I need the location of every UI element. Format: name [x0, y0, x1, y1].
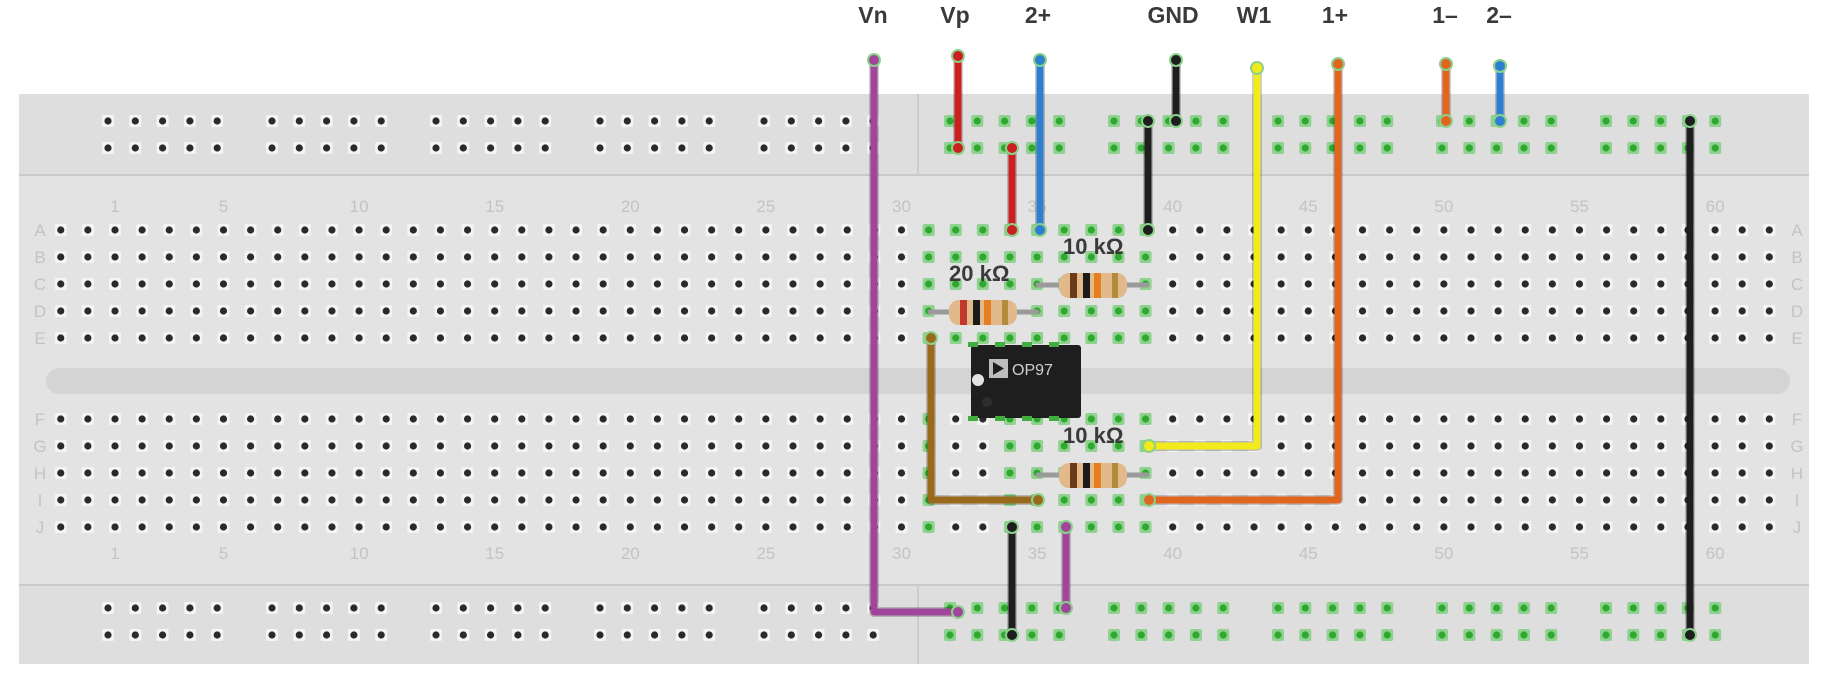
- resistor-20k[interactable]: [927, 300, 1040, 325]
- row-letter-right: J: [1793, 518, 1802, 537]
- pin-label-gnd: GND: [1147, 2, 1198, 28]
- column-number-bottom: 5: [219, 544, 228, 563]
- column-number-bottom: 40: [1163, 544, 1182, 563]
- row-letter-left: J: [36, 518, 45, 537]
- row-letter-left: A: [34, 221, 46, 240]
- wire-vn-purple[interactable]: [870, 56, 962, 616]
- bottom-power-rail: [19, 585, 1809, 664]
- wire-w1-yellow[interactable]: [1145, 64, 1261, 450]
- resistor-10k-bottom[interactable]: [1035, 463, 1150, 488]
- column-number-top: 25: [756, 197, 775, 216]
- analog-devices-logo-icon: [989, 359, 1008, 378]
- column-number-bottom: 30: [892, 544, 911, 563]
- row-letter-right: B: [1791, 248, 1802, 267]
- pin-label-2minus: 2–: [1486, 2, 1512, 28]
- column-number-top: 55: [1570, 197, 1589, 216]
- center-channel: [46, 368, 1790, 394]
- top-power-rail: [19, 94, 1809, 174]
- pin-label-2plus: 2+: [1025, 2, 1051, 28]
- column-number-top: 15: [485, 197, 504, 216]
- column-number-bottom: 45: [1299, 544, 1318, 563]
- column-number-bottom: 35: [1028, 544, 1047, 563]
- chip-label: OP97: [1012, 362, 1053, 379]
- pin-label-1minus: 1–: [1432, 2, 1458, 28]
- column-number-top: 30: [892, 197, 911, 216]
- column-number-top: 40: [1163, 197, 1182, 216]
- column-number-top: 5: [219, 197, 228, 216]
- op97-chip[interactable]: OP97: [968, 342, 1081, 421]
- column-number-bottom: 55: [1570, 544, 1589, 563]
- row-letter-right: G: [1790, 437, 1803, 456]
- pin-label-vn: Vn: [858, 2, 887, 28]
- column-number-bottom: 20: [621, 544, 640, 563]
- row-letter-left: I: [38, 491, 43, 510]
- row-letter-right: E: [1791, 329, 1802, 348]
- row-letter-right: H: [1791, 464, 1803, 483]
- column-number-bottom: 10: [350, 544, 369, 563]
- row-letter-right: A: [1791, 221, 1803, 240]
- row-letter-left: C: [34, 275, 46, 294]
- column-number-top: 10: [350, 197, 369, 216]
- row-letter-right: D: [1791, 302, 1803, 321]
- row-letter-left: H: [34, 464, 46, 483]
- row-letter-left: B: [34, 248, 45, 267]
- column-number-bottom: 1: [110, 544, 119, 563]
- wire-brown-feedback[interactable]: [927, 334, 1042, 504]
- column-number-top: 50: [1434, 197, 1453, 216]
- column-number-top: 1: [110, 197, 119, 216]
- resistor-label-20k: 20 kΩ: [949, 261, 1009, 286]
- resistor-label-10k-top: 10 kΩ: [1063, 234, 1123, 259]
- resistor-label-10k-bottom: 10 kΩ: [1063, 423, 1123, 448]
- row-letter-left: G: [33, 437, 46, 456]
- row-letter-left: F: [35, 410, 45, 429]
- column-number-bottom: 50: [1434, 544, 1453, 563]
- pin-label-1plus: 1+: [1322, 2, 1348, 28]
- wire-1plus-orange[interactable]: [1145, 60, 1342, 504]
- row-letter-left: D: [34, 302, 46, 321]
- column-number-bottom: 60: [1706, 544, 1725, 563]
- column-number-bottom: 25: [756, 544, 775, 563]
- column-number-bottom: 15: [485, 544, 504, 563]
- column-number-top: 60: [1706, 197, 1725, 216]
- row-letter-right: I: [1795, 491, 1800, 510]
- column-number-top: 20: [621, 197, 640, 216]
- row-letter-right: C: [1791, 275, 1803, 294]
- row-letter-right: F: [1792, 410, 1802, 429]
- pin-label-vp: Vp: [940, 2, 969, 28]
- pin-label-w1: W1: [1237, 2, 1272, 28]
- resistor-10k-top[interactable]: [1035, 273, 1150, 298]
- row-letter-left: E: [34, 329, 45, 348]
- column-number-top: 45: [1299, 197, 1318, 216]
